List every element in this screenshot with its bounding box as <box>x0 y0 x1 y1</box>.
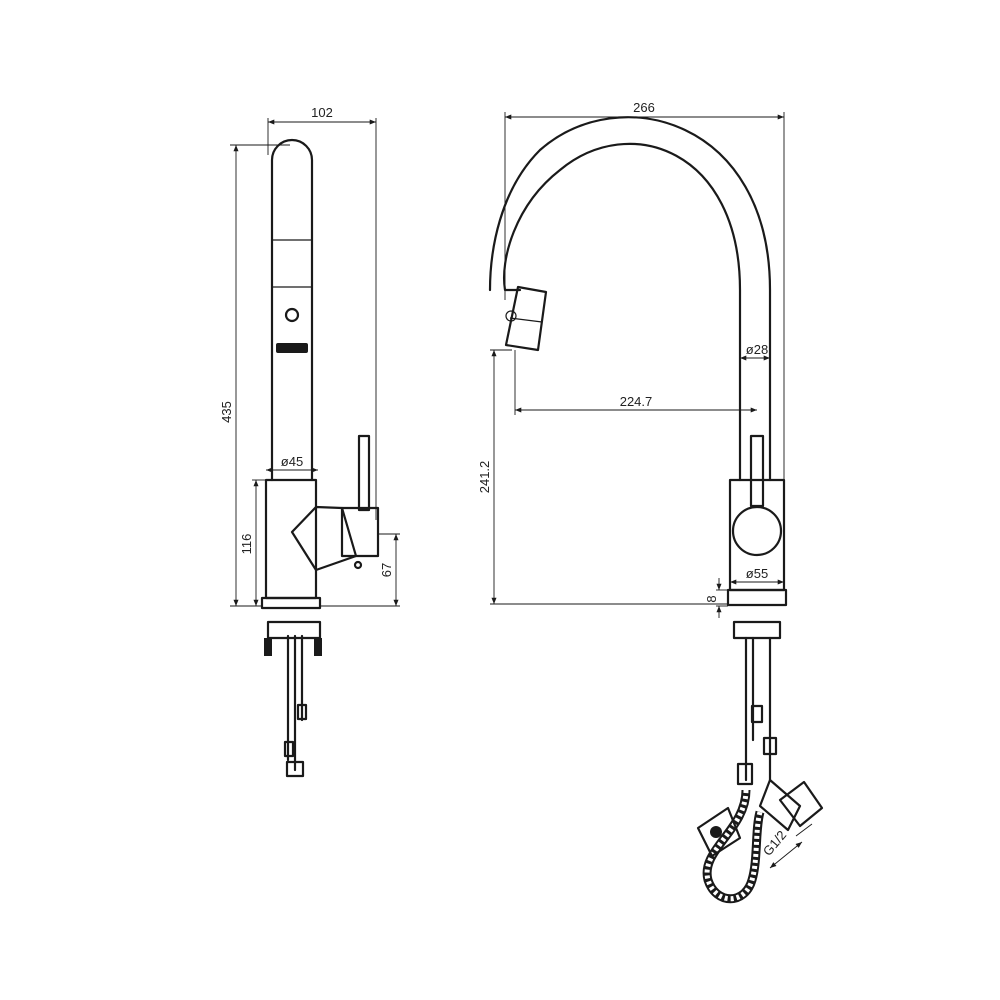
side-lever-stem <box>357 434 371 512</box>
front-spout-inner <box>488 116 772 482</box>
dim-width-total: 266 <box>633 100 655 115</box>
side-mount-bolt-left <box>264 638 272 656</box>
front-braided-hose-pattern <box>704 789 763 902</box>
side-hose-connector-1 <box>296 703 308 721</box>
dim-outlet-height: 241.2 <box>477 461 492 494</box>
side-base <box>260 596 322 610</box>
side-lever-hub <box>340 506 380 558</box>
front-hose-weight-clip <box>710 826 722 838</box>
side-lever-joint <box>290 505 358 572</box>
front-spray-button-icon <box>505 310 517 322</box>
side-view: 102 435 116 ø45 67 <box>219 105 400 778</box>
front-hose-connector-2 <box>762 736 778 756</box>
front-mount-plate <box>732 620 782 640</box>
dim-spout-diameter-side: ø45 <box>281 454 303 469</box>
front-view: 266 224.7 ø28 241.2 ø55 8 G1/2 <box>477 100 824 904</box>
side-hose-connector-3 <box>285 760 305 778</box>
side-mount-bolt-right <box>314 638 322 656</box>
side-spray-outlet <box>276 343 308 353</box>
front-braided-hose <box>702 789 765 904</box>
front-hose-weight <box>696 806 742 858</box>
dim-width-top: 102 <box>311 105 333 120</box>
dim-base-height: 8 <box>704 595 719 602</box>
dim-body-diameter: ø55 <box>746 566 768 581</box>
front-hose-connector-3 <box>736 762 754 786</box>
front-base <box>726 588 788 607</box>
side-lever-screw-icon <box>353 560 363 570</box>
side-hose-connector-2 <box>283 740 295 758</box>
dim-lever-height: 67 <box>379 563 394 577</box>
front-connector-nut <box>778 780 824 828</box>
dim-spout-diameter-front: ø28 <box>746 342 768 357</box>
side-body <box>264 478 318 600</box>
dim-height-total: 435 <box>219 401 234 423</box>
front-lever-hub <box>731 505 783 557</box>
dim-reach: 224.7 <box>620 394 653 409</box>
dim-thread: G1/2 <box>760 827 790 858</box>
front-lever-stem <box>749 434 765 508</box>
front-angle-connector <box>758 778 802 832</box>
front-spout <box>503 142 742 482</box>
front-hose-connector-1 <box>750 704 764 724</box>
front-sprayhead <box>504 285 548 352</box>
dim-body-height: 116 <box>239 534 254 555</box>
side-spray-button-icon <box>284 307 300 323</box>
side-spout <box>270 138 314 482</box>
